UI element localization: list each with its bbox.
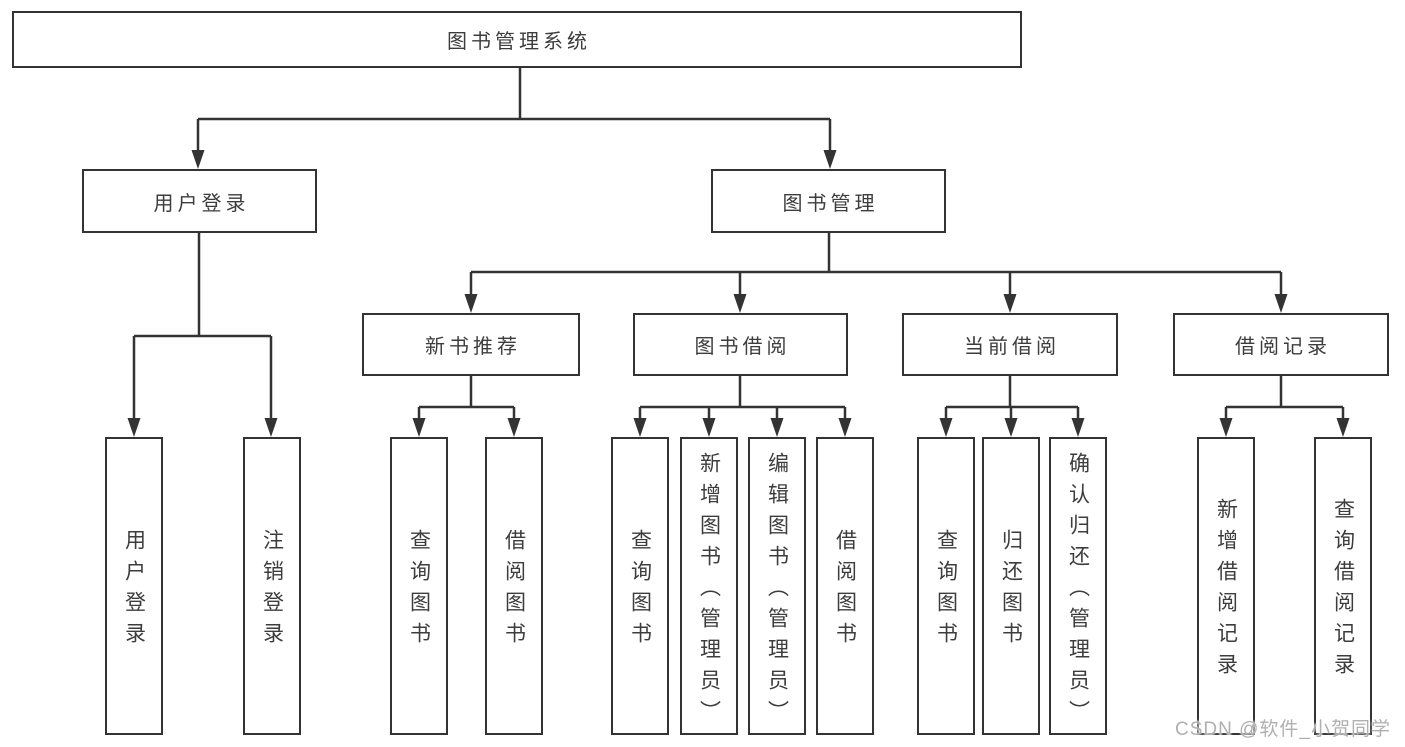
node-library-system: 图书管理系统: [12, 11, 1022, 68]
arrowhead-icon: [191, 150, 205, 169]
leaf-borrow-books-recommend: 借阅图书: [485, 437, 543, 735]
arrowhead-icon: [823, 150, 837, 169]
arrowheads: [127, 150, 1350, 437]
arrowhead-icon: [838, 418, 852, 437]
arrowhead-icon: [733, 294, 747, 313]
arrowhead-icon: [412, 418, 426, 437]
leaf-add-books-admin-label: 新增图书（管理员）: [697, 451, 721, 731]
leaf-query-books-current-label: 查询图书: [934, 529, 958, 653]
arrowhead-icon: [1219, 418, 1233, 437]
node-borrow-records: 借阅记录: [1173, 313, 1389, 376]
connector-book-management-subtree: [469, 233, 1283, 296]
leaf-query-books-current: 查询图书: [917, 437, 975, 735]
leaf-user-login-label: 用户登录: [122, 529, 146, 653]
leaf-return-books: 归还图书: [982, 437, 1040, 735]
connector-book-borrow-subtree: [638, 376, 847, 420]
arrowhead-icon: [1336, 418, 1350, 437]
arrowhead-icon: [127, 418, 141, 437]
arrowhead-icon: [464, 294, 478, 313]
arrowhead-icon: [1274, 294, 1288, 313]
leaf-query-books-recommend-label: 查询图书: [407, 529, 431, 653]
connector-root-to-level2: [196, 68, 832, 152]
leaf-edit-books-admin: 编辑图书（管理员）: [748, 437, 806, 735]
node-borrow-records-label: 借阅记录: [1235, 336, 1331, 358]
leaf-logout-label: 注销登录: [260, 529, 284, 653]
arrowhead-icon: [633, 418, 647, 437]
leaf-confirm-return-admin-label: 确认归还（管理员）: [1066, 451, 1090, 731]
node-user-login: 用户登录: [82, 169, 317, 233]
arrowhead-icon: [1071, 418, 1085, 437]
leaf-confirm-return-admin: 确认归还（管理员）: [1049, 437, 1107, 735]
arrowhead-icon: [507, 418, 521, 437]
leaf-add-borrow-record-label: 新增借阅记录: [1214, 498, 1238, 684]
node-book-borrow-label: 图书借阅: [694, 336, 791, 358]
arrowhead-icon: [939, 418, 953, 437]
leaf-add-books-admin: 新增图书（管理员）: [680, 437, 738, 735]
arrowhead-icon: [1003, 294, 1017, 313]
node-current-borrow-label: 当前借阅: [964, 336, 1060, 358]
csdn-watermark: CSDN @软件_小贺同学: [1175, 719, 1391, 740]
leaf-return-books-label: 归还图书: [999, 529, 1023, 653]
arrowhead-icon: [702, 418, 716, 437]
leaf-query-borrow-record-label: 查询借阅记录: [1331, 498, 1355, 684]
node-current-borrow: 当前借阅: [902, 313, 1118, 376]
node-book-management: 图书管理: [711, 169, 946, 233]
connector-current-borrow-subtree: [944, 376, 1080, 420]
connector-borrow-records-subtree: [1224, 376, 1345, 420]
leaf-borrow-books-recommend-label: 借阅图书: [502, 529, 526, 653]
leaf-borrow-books: 借阅图书: [816, 437, 874, 735]
leaf-query-books-recommend: 查询图书: [390, 437, 448, 735]
leaf-user-login: 用户登录: [105, 437, 163, 735]
arrowhead-icon: [770, 418, 784, 437]
node-book-management-label: 图书管理: [782, 192, 879, 215]
leaf-add-borrow-record: 新增借阅记录: [1197, 437, 1255, 735]
leaf-logout: 注销登录: [243, 437, 301, 735]
arrowhead-icon: [1004, 418, 1018, 437]
node-book-borrow: 图书借阅: [633, 313, 848, 376]
leaf-query-borrow-record: 查询借阅记录: [1314, 437, 1372, 735]
connector-new-book-subtree: [417, 376, 516, 420]
leaf-query-books-borrow: 查询图书: [611, 437, 669, 735]
node-new-book-recommend: 新书推荐: [362, 313, 580, 376]
node-new-book-recommend-label: 新书推荐: [425, 336, 521, 358]
node-library-system-label: 图书管理系统: [447, 31, 591, 53]
node-user-login-label: 用户登录: [153, 192, 250, 215]
connector-user-login-subtree: [132, 233, 273, 420]
leaf-query-books-borrow-label: 查询图书: [628, 529, 652, 653]
arrowhead-icon: [264, 418, 278, 437]
leaf-borrow-books-label: 借阅图书: [833, 529, 857, 653]
leaf-edit-books-admin-label: 编辑图书（管理员）: [765, 451, 789, 731]
